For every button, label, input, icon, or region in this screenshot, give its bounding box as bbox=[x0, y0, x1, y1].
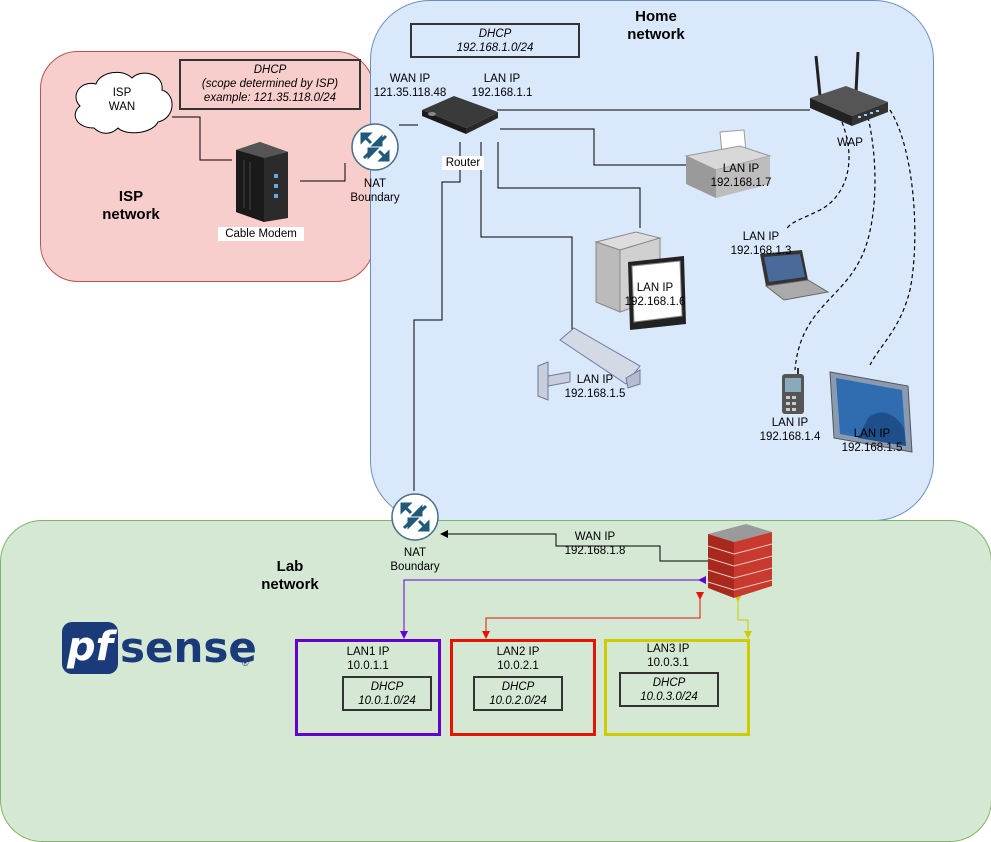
cable-modem-label: Cable Modem bbox=[218, 227, 304, 241]
nat-router-top bbox=[350, 122, 400, 172]
nat-router-bottom bbox=[390, 492, 440, 542]
tablet bbox=[828, 368, 914, 454]
security-camera bbox=[536, 326, 642, 402]
desktop-computer bbox=[592, 228, 688, 332]
printer-icon bbox=[684, 129, 772, 198]
pfsense-logo: pf sense ® bbox=[62, 622, 257, 678]
router-arrows-icon bbox=[391, 493, 439, 541]
mobile-phone-icon bbox=[782, 368, 804, 414]
tablet-icon bbox=[829, 371, 913, 453]
mobile-phone bbox=[780, 368, 806, 416]
router-icon bbox=[422, 96, 498, 134]
cable-modem bbox=[230, 140, 292, 222]
desktop-computer-icon bbox=[594, 231, 686, 330]
lab-network-zone bbox=[0, 520, 991, 842]
wireless-access-point-icon bbox=[810, 51, 888, 126]
isp-dhcp-box: DHCP (scope determined by ISP) example: … bbox=[179, 59, 361, 110]
wap-label: WAP bbox=[837, 137, 863, 149]
firewall-brick-icon bbox=[707, 524, 773, 598]
laptop bbox=[756, 246, 830, 302]
cable-modem-icon bbox=[236, 142, 288, 222]
laptop-icon bbox=[760, 250, 830, 301]
security-camera-icon bbox=[537, 327, 641, 401]
firewall bbox=[706, 520, 774, 600]
router-label: Router bbox=[442, 156, 484, 170]
router bbox=[418, 92, 500, 136]
cloud-icon bbox=[74, 71, 173, 134]
router-arrows-icon bbox=[351, 123, 399, 171]
wap bbox=[806, 51, 890, 132]
printer bbox=[684, 128, 772, 200]
